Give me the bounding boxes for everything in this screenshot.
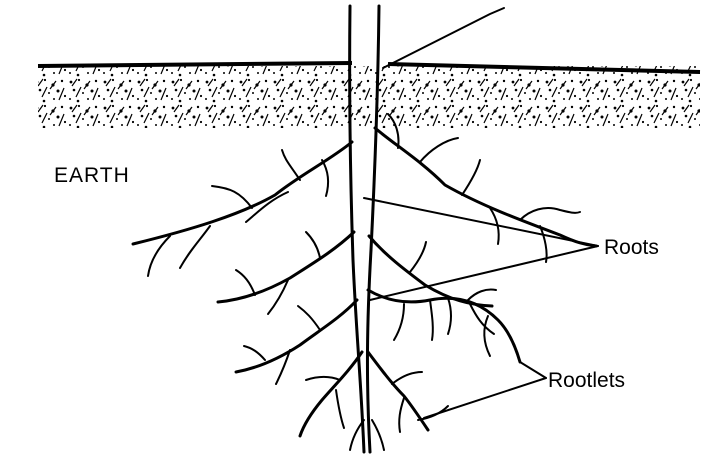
rootlet [484,316,490,356]
label-rootlets: Rootlets [548,370,625,391]
root-lower-left [236,300,357,372]
rootlet [322,160,328,196]
rootlet [399,398,404,432]
ground-surface [38,63,700,128]
roots-leader-upper [364,198,598,246]
rootlets-leader-upper [520,362,546,378]
rootlet [282,150,300,180]
root-bottom-left [300,352,362,436]
root-system [133,114,596,450]
label-roots: Roots [604,237,659,258]
rootlet [298,306,320,330]
roots-leader-lower [370,246,598,300]
root-upper-right [375,128,596,246]
root-lower-right [368,290,520,362]
rootlet [394,304,404,340]
rootlet [462,160,480,195]
rootlet [468,289,496,300]
root-upper-left [133,142,352,244]
rootlet [392,372,422,384]
rootlet [212,186,252,208]
rootlet [418,406,448,420]
rootlet [448,298,451,334]
rootlet [372,420,384,450]
rootlet [420,138,458,162]
rootlets-leader-lower [424,378,546,418]
rootlet [236,270,255,295]
rootlet [244,346,265,360]
rootlet [540,226,547,262]
soil-speckle-band [38,66,700,128]
stem-leader-line [383,8,504,68]
rootlet [430,300,433,340]
root-bottom-right [368,352,428,430]
rootlet [306,377,340,380]
rootlet [306,232,320,258]
rootlet [148,236,170,276]
rootlet [336,390,344,428]
rootlet [180,226,210,268]
rootlet [410,242,426,272]
root-mid-left [218,232,354,302]
label-earth: EARTH [54,165,130,186]
rootlet [520,208,580,220]
